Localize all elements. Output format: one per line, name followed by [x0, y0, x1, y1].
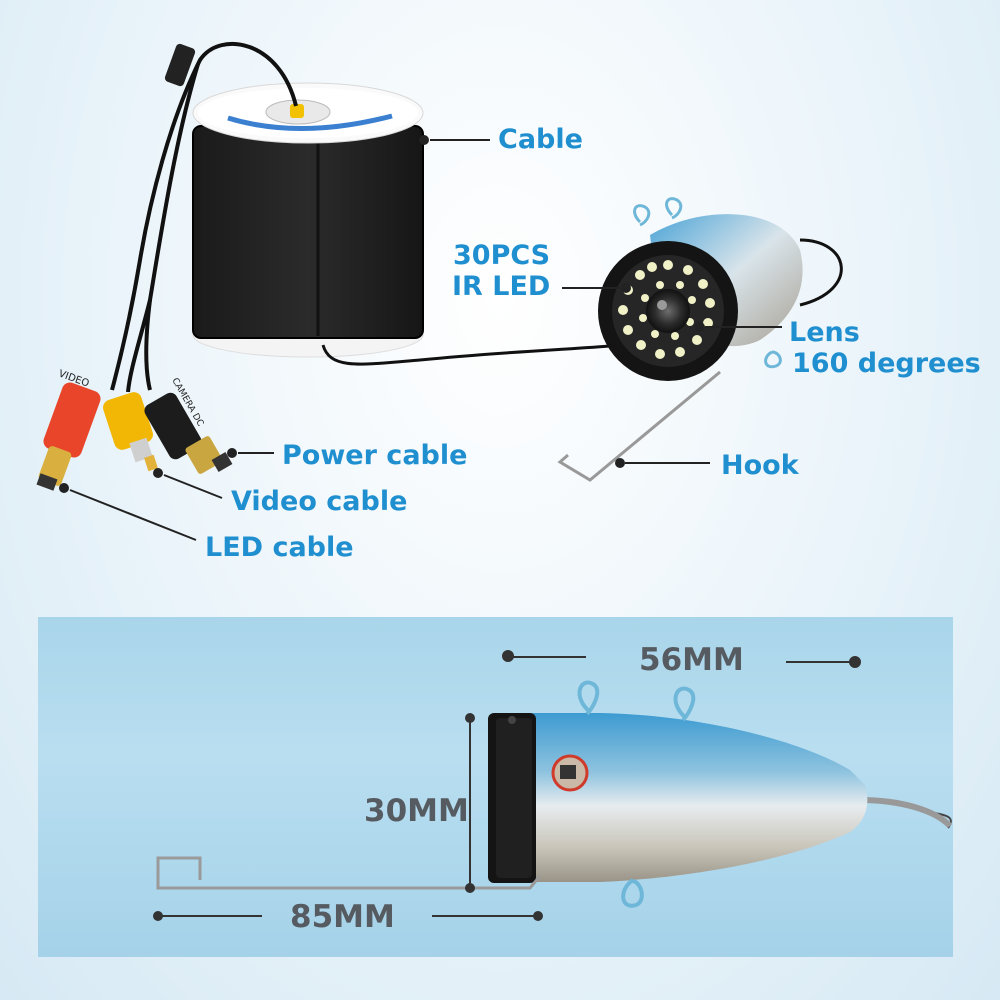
dimension-diameter: 30MM	[364, 793, 469, 829]
plug-led-cable	[36, 382, 101, 491]
label-led-cable: LED cable	[205, 532, 354, 563]
label-ir-led: IR LED	[452, 271, 551, 302]
camera-front-view	[598, 197, 843, 381]
plug-power-cable	[144, 392, 233, 474]
label-ir-led-count: 30PCS	[453, 240, 551, 271]
dimension-length: 56MM	[639, 642, 744, 678]
label-lens: Lens	[789, 317, 860, 348]
label-video-cable: Video cable	[231, 486, 408, 517]
camera-side-view	[488, 680, 953, 908]
label-power-cable: Power cable	[282, 440, 468, 471]
label-hook: Hook	[721, 450, 799, 481]
cable-spool	[192, 82, 424, 358]
label-cable: Cable	[498, 124, 583, 155]
label-lens-angle: 160 degrees	[792, 348, 981, 379]
hook-wire-large	[156, 856, 542, 890]
plug-video-cable	[103, 392, 158, 472]
dimension-hook-length: 85MM	[290, 899, 395, 935]
hook-wire	[557, 370, 721, 482]
